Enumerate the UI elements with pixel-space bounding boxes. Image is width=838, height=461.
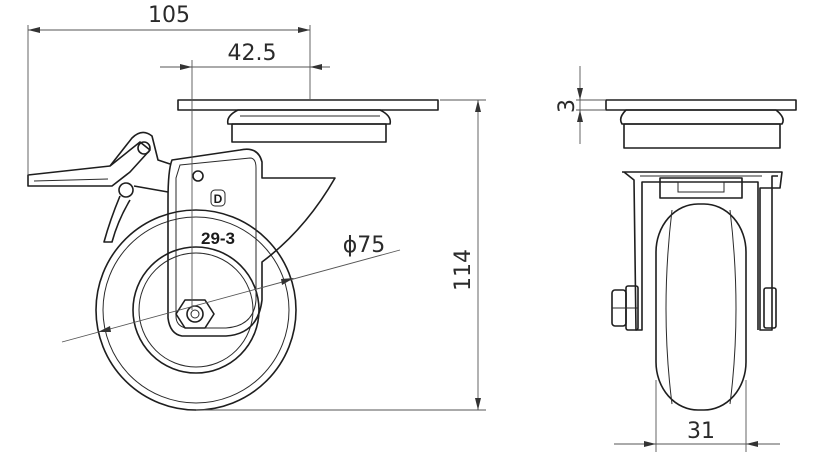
brand-logo: D [210,189,226,207]
brake-pivot-lower [118,182,134,198]
brake-pivot [137,141,151,155]
axle-nut [175,299,215,329]
dim-overall-offset: 105 [148,3,190,28]
brake-pedal [27,131,171,243]
fork-rivet [192,170,204,182]
dim-swivel-offset: 42.5 [228,41,277,66]
front-bearing-body [623,123,781,149]
wheel-tread-edge [102,216,290,404]
front-bearing-race [619,109,784,125]
front-wheel [655,203,747,411]
wheel-hub-inner [138,252,254,368]
front-view [605,99,797,411]
dim-plate-thickness: 3 [555,99,580,113]
front-fork [623,171,759,331]
bearing-body [231,123,387,143]
dimensions: 105 42.5 ϕ75 114 3 31 [27,3,780,452]
bearing-race [226,109,392,125]
front-top-plate [605,99,797,111]
fork-leg [167,148,336,337]
axle-nut-right [763,287,777,329]
dim-overall-height: 114 [451,249,476,291]
wheel-hub-outer [132,246,260,374]
brake-housing [659,177,743,199]
dim-wheel-diameter: ϕ75 [343,233,386,258]
logo-letter: D [214,192,223,206]
axle-bolt [186,305,204,323]
part-label: 29-3 [201,229,235,248]
dim-wheel-width: 31 [687,419,715,444]
top-plate [177,99,439,111]
brake-arm [103,195,131,243]
